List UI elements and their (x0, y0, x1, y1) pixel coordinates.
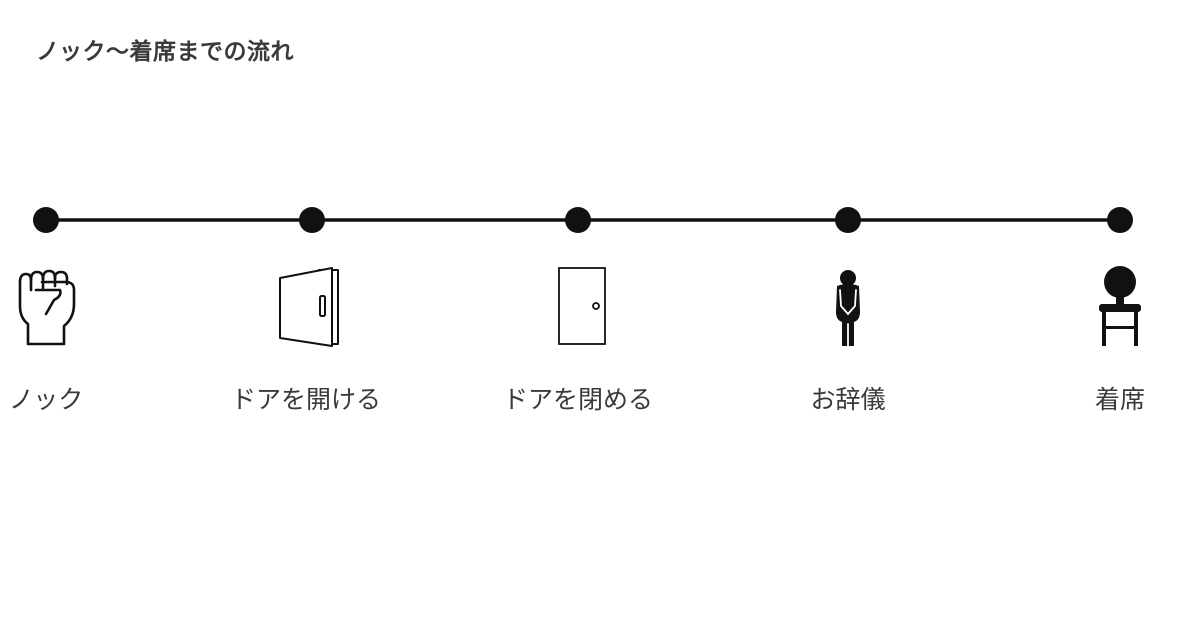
closed-door-icon (558, 267, 606, 345)
step-label-4: お辞儀 (810, 385, 886, 414)
step-label-3: ドアを閉める (502, 385, 653, 414)
step-label-5: 着席 (1094, 385, 1145, 414)
page-title: ノック〜着席までの流れ (36, 39, 295, 65)
step-label-2: ドアを開ける (230, 385, 381, 414)
timeline-node-5 (1107, 207, 1133, 233)
bowing-person-icon (836, 270, 860, 347)
fist-icon (18, 269, 76, 346)
chair-icon (1099, 266, 1141, 346)
timeline-node-4 (835, 207, 861, 233)
open-door-icon (279, 267, 339, 347)
step-label-1: ノック (8, 385, 84, 414)
timeline-node-1 (33, 207, 59, 233)
timeline-node-3 (565, 207, 591, 233)
timeline-node-2 (299, 207, 325, 233)
